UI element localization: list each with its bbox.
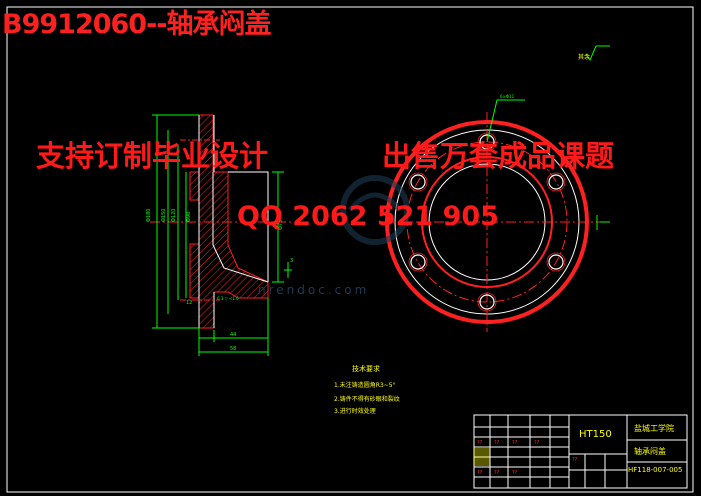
title-block-mark: ?? xyxy=(494,440,500,446)
title-block-mark: ?? xyxy=(572,457,578,463)
watermark-slogan-left: 支持订制毕业设计 xyxy=(36,139,269,173)
tech-req-title: 技术要求 xyxy=(352,365,380,373)
svg-text:3: 3 xyxy=(290,258,293,264)
title-block-mark: ?? xyxy=(512,470,518,476)
svg-text:Φ90: Φ90 xyxy=(186,212,192,222)
roughness-note: 其余 xyxy=(578,54,591,61)
svg-text:12: 12 xyxy=(186,300,192,306)
part-name-cell: 轴承闷盖 xyxy=(634,447,666,456)
section-view: Φ180 Φ150 Φ120 Φ90 Φ75 44 58 12 3 6.3 ▽ … xyxy=(146,114,293,356)
drawing-border xyxy=(6,6,694,493)
svg-text:6.3 ▽ <1.6: 6.3 ▽ <1.6 xyxy=(217,296,239,301)
tech-req-item: 1.未注铸造圆角R3~5° xyxy=(334,382,396,389)
front-view: 6×Φ11 xyxy=(380,94,610,332)
title-block-mark: ?? xyxy=(534,440,540,446)
tech-req-item: 3.进行时效处理 xyxy=(334,408,376,415)
svg-text:6×Φ11: 6×Φ11 xyxy=(500,94,515,99)
title-block-mark: ?? xyxy=(512,440,518,446)
svg-text:Φ75: Φ75 xyxy=(278,220,284,230)
school-cell: 盐城工学院 xyxy=(634,424,674,433)
material-cell: HT150 xyxy=(579,429,612,440)
watermark-logo xyxy=(340,175,410,245)
roughness-symbol xyxy=(585,45,610,62)
title-block-mark: ?? xyxy=(477,440,483,446)
drawing-number-cell: HF118-007-005 xyxy=(628,466,683,474)
svg-text:44: 44 xyxy=(230,332,236,338)
title-block-mark: ?? xyxy=(477,470,483,476)
watermark-site: nrendoc.com xyxy=(258,283,370,297)
svg-text:58: 58 xyxy=(230,346,236,352)
title-block xyxy=(473,414,688,489)
svg-text:Φ120: Φ120 xyxy=(171,209,177,222)
watermark-qq: QQ 2062 521 905 xyxy=(237,201,499,232)
tech-req-item: 2.铸件不得有砂眼和裂纹 xyxy=(334,396,400,403)
watermark-title: B9912060--轴承闷盖 xyxy=(2,9,271,40)
title-block-mark: ?? xyxy=(494,470,500,476)
svg-text:Φ180: Φ180 xyxy=(146,209,152,222)
watermark-slogan-right: 出售万套成品课题 xyxy=(382,139,615,173)
svg-text:Φ150: Φ150 xyxy=(161,209,167,222)
